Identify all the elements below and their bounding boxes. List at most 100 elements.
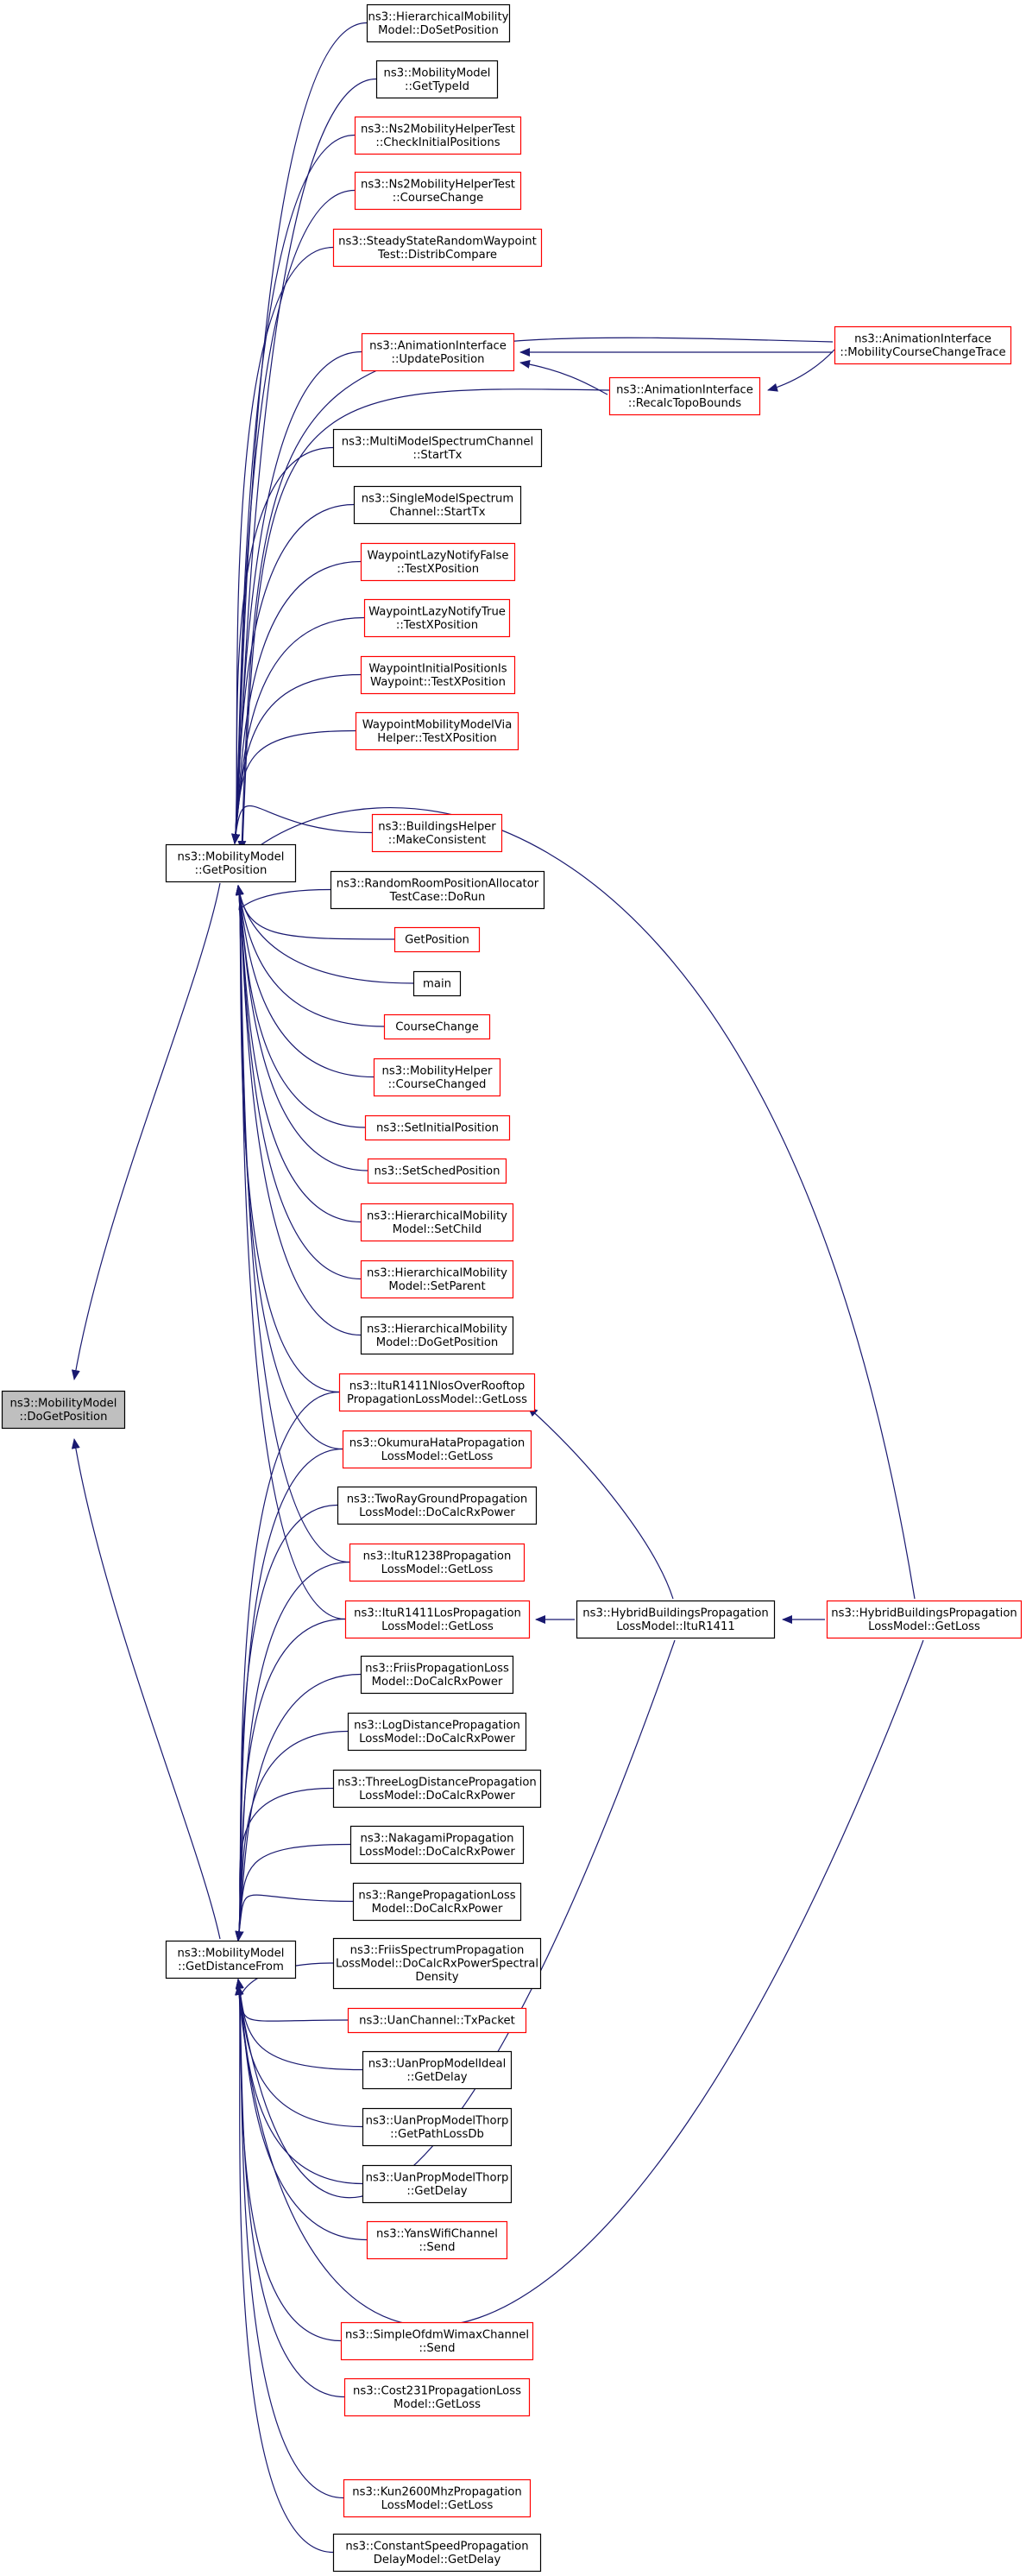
node-box xyxy=(343,2478,532,2518)
edge-getdistance-d09 xyxy=(235,1843,351,1941)
graph-node-hb2[interactable]: ns3::HybridBuildingsPropagationLossModel… xyxy=(826,1600,1023,1639)
node-label-line: CourseChange xyxy=(395,1021,479,1034)
graph-node-d16[interactable]: ns3::YansWifiChannel::Send xyxy=(366,2220,508,2260)
graph-node-p09[interactable]: WaypointLazyNotifyFalse::TestXPosition xyxy=(360,542,516,582)
node-box xyxy=(354,171,522,211)
node-label-line: ns3::MobilityModel xyxy=(384,66,491,79)
node-label-line: ns3::ConstantSpeedPropagation xyxy=(345,2540,528,2553)
node-label-line: ns3::RandomRoomPositionAllocator xyxy=(337,877,539,890)
node-box xyxy=(383,1013,491,1040)
node-label-line: Model::DoCalcRxPower xyxy=(372,1903,503,1916)
edge-getdistance-d12 xyxy=(235,1979,349,2022)
node-label-line: ns3::AnimationInterface xyxy=(616,383,753,396)
node-label-line: ns3::ItuR1238Propagation xyxy=(363,1550,512,1563)
node-label-line: ns3::MultiModelSpectrumChannel xyxy=(342,435,533,448)
node-box xyxy=(332,1769,542,1809)
graph-node-getdist[interactable]: ns3::MobilityModel::GetDistanceFrom xyxy=(165,1940,297,1979)
graph-node-getpos[interactable]: ns3::MobilityModel::GetPosition xyxy=(165,843,297,883)
graph-node-p10[interactable]: WaypointLazyNotifyTrue::TestXPosition xyxy=(363,598,511,638)
graph-node-p18[interactable]: ns3::MobilityHelper::CourseChanged xyxy=(373,1058,501,1097)
graph-node-p04[interactable]: ns3::Ns2MobilityHelperTest::CourseChange xyxy=(354,171,522,211)
node-box xyxy=(360,1260,514,1299)
graph-node-d14[interactable]: ns3::UanPropModelThorp::GetPathLossDb xyxy=(362,2107,513,2147)
graph-node-p06b[interactable]: ns3::AnimationInterface::RecalcTopoBound… xyxy=(608,376,761,416)
graph-node-d09[interactable]: ns3::NakagamiPropagationLossModel::DoCal… xyxy=(349,1825,525,1865)
graph-node-d05[interactable]: ns3::ItuR1411LosPropagationLossModel::Ge… xyxy=(344,1600,531,1639)
node-label-line: Model::SetParent xyxy=(388,1280,485,1293)
node-label-line: ns3::HierarchicalMobility xyxy=(367,1209,507,1222)
graph-node-p07[interactable]: ns3::MultiModelSpectrumChannel::StartTx xyxy=(332,428,543,468)
graph-node-p06[interactable]: ns3::AnimationInterface::UpdatePosition xyxy=(361,332,515,372)
node-label-line: Model::DoSetPosition xyxy=(378,24,499,37)
graph-node-hb1[interactable]: ns3::HybridBuildingsPropagationLossModel… xyxy=(576,1600,776,1639)
node-box xyxy=(343,2377,531,2417)
graph-node-d20[interactable]: ns3::ConstantSpeedPropagationDelayModel:… xyxy=(332,2533,542,2573)
graph-node-p22[interactable]: ns3::HierarchicalMobilityModel::SetParen… xyxy=(360,1260,514,1299)
graph-node-d15[interactable]: ns3::UanPropModelThorp::GetDelay xyxy=(362,2164,513,2204)
graph-node-d03[interactable]: ns3::TwoRayGroundPropagationLossModel::D… xyxy=(337,1486,538,1525)
node-label-line: ns3::SetInitialPosition xyxy=(376,1122,499,1135)
node-label-line: ::GetDelay xyxy=(406,2185,467,2198)
graph-node-p19[interactable]: ns3::SetInitialPosition xyxy=(364,1114,511,1141)
graph-node-d19[interactable]: ns3::Kun2600MhzPropagationLossModel::Get… xyxy=(343,2478,532,2518)
edge-getposition-p13 xyxy=(231,805,373,844)
node-label-line: LossModel::DoCalcRxPower xyxy=(359,1790,515,1803)
graph-node-p06c[interactable]: ns3::AnimationInterface::MobilityCourseC… xyxy=(834,325,1012,365)
graph-node-p15[interactable]: GetPosition xyxy=(393,926,481,953)
node-box xyxy=(361,332,515,372)
node-label-line: PropagationLossModel::GetLoss xyxy=(347,1393,527,1406)
graph-node-d04[interactable]: ns3::ItuR1238PropagationLossModel::GetLo… xyxy=(349,1543,526,1582)
graph-node-p02[interactable]: ns3::MobilityModel::GetTypeId xyxy=(375,60,499,99)
edge-getposition-p14 xyxy=(235,885,331,911)
node-label-line: ns3::FriisSpectrumPropagation xyxy=(350,1944,525,1957)
edge-getdistance-d02 xyxy=(235,1448,343,1941)
node-label-line: ns3::MobilityModel xyxy=(10,1397,117,1410)
graph-node-d11[interactable]: ns3::FriisSpectrumPropagationLossModel::… xyxy=(332,1937,542,1990)
graph-node-p01[interactable]: ns3::HierarchicalMobilityModel::DoSetPos… xyxy=(366,3,511,43)
node-label-line: LossModel::DoCalcRxPower xyxy=(359,1733,515,1746)
graph-node-d13[interactable]: ns3::UanPropModelIdeal::GetDelay xyxy=(362,2050,513,2090)
graph-node-p17[interactable]: CourseChange xyxy=(383,1013,491,1040)
node-box xyxy=(1,1390,126,1430)
graph-node-d06[interactable]: ns3::FriisPropagationLossModel::DoCalcRx… xyxy=(360,1655,514,1695)
edge-getposition-p09 xyxy=(231,560,362,844)
edge-getposition-p18 xyxy=(235,885,375,1078)
graph-node-p12[interactable]: WaypointMobilityModelViaHelper::TestXPos… xyxy=(355,711,519,751)
edge-getposition-p17 xyxy=(235,885,385,1027)
graph-node-d18[interactable]: ns3::Cost231PropagationLossModel::GetLos… xyxy=(343,2377,531,2417)
node-box xyxy=(330,870,545,910)
node-label-line: ::UpdatePosition xyxy=(392,353,485,366)
graph-node-p03[interactable]: ns3::Ns2MobilityHelperTest::CheckInitial… xyxy=(354,116,522,155)
node-label-line: ::GetTypeId xyxy=(405,80,469,93)
graph-node-d17[interactable]: ns3::SimpleOfdmWimaxChannel::Send xyxy=(340,2321,534,2361)
graph-node-d08[interactable]: ns3::ThreeLogDistancePropagationLossMode… xyxy=(332,1769,542,1809)
graph-node-p23[interactable]: ns3::HierarchicalMobilityModel::DoGetPos… xyxy=(360,1316,514,1355)
edge-getposition-d05 xyxy=(235,885,346,1620)
node-label-line: LossModel::DoCalcRxPower xyxy=(359,1846,515,1859)
node-label-line: ns3::SingleModelSpectrum xyxy=(362,492,514,505)
graph-node-d02[interactable]: ns3::OkumuraHataPropagationLossModel::Ge… xyxy=(342,1430,532,1469)
node-label-line: LossModel::ItuR1411 xyxy=(616,1620,735,1633)
graph-node-p20[interactable]: ns3::SetSchedPosition xyxy=(367,1158,507,1184)
graph-node-p05[interactable]: ns3::SteadyStateRandomWaypointTest::Dist… xyxy=(332,228,543,268)
graph-node-d07[interactable]: ns3::LogDistancePropagationLossModel::Do… xyxy=(347,1712,527,1752)
graph-node-p11[interactable]: WaypointInitialPositionIsWaypoint::TestX… xyxy=(360,655,516,695)
node-box xyxy=(165,843,297,883)
graph-node-p13[interactable]: ns3::BuildingsHelper::MakeConsistent xyxy=(371,813,503,853)
graph-node-p16[interactable]: main xyxy=(412,970,462,997)
node-box xyxy=(338,1373,536,1412)
node-label-line: LossModel::GetLoss xyxy=(868,1620,980,1633)
node-box xyxy=(608,376,761,416)
node-label-line: TestCase::DoRun xyxy=(389,891,486,904)
node-label-line: ns3::UanPropModelThorp xyxy=(366,2171,509,2184)
graph-node-d01[interactable]: ns3::ItuR1411NlosOverRooftopPropagationL… xyxy=(338,1373,536,1412)
graph-node-p14[interactable]: ns3::RandomRoomPositionAllocatorTestCase… xyxy=(330,870,545,910)
edge-getdistance-d08 xyxy=(235,1787,334,1941)
edge-getposition-p11 xyxy=(231,673,362,844)
graph-node-d10[interactable]: ns3::RangePropagationLossModel::DoCalcRx… xyxy=(352,1882,522,1922)
edge-getposition-p04 xyxy=(231,189,356,844)
edge-getdistance-d15 xyxy=(235,1979,363,2185)
graph-node-d12[interactable]: ns3::UanChannel::TxPacket xyxy=(347,2007,527,2034)
